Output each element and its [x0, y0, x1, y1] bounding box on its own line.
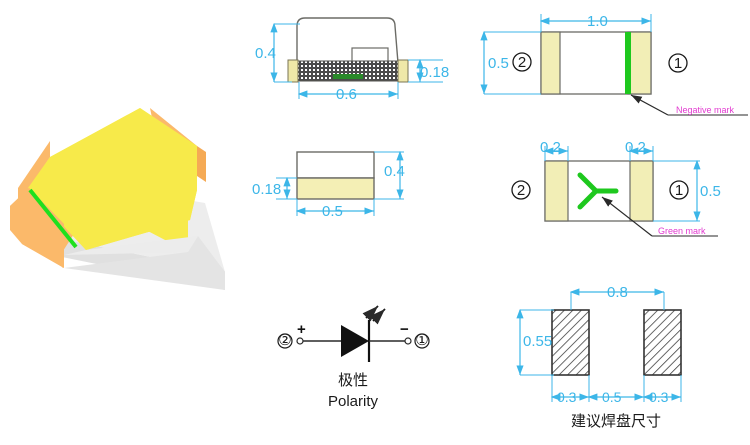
led-emission-arrow-1 [362, 305, 379, 322]
green-mark-leader [601, 196, 653, 237]
green-mark-label: Green mark [658, 226, 706, 236]
polarity-minus-sign: − [400, 321, 409, 338]
end-section-lower [296, 177, 375, 200]
pin-1-circle-top [668, 53, 688, 73]
top-view-pad-right [627, 31, 652, 95]
polarity-plus-sign: + [297, 321, 306, 338]
pin-1-label-top: 1 [674, 55, 682, 72]
footprint-pad-right [643, 309, 682, 376]
dim-label-0-4-end: 0.4 [384, 163, 405, 180]
end-section-upper [296, 151, 375, 179]
dim-label-0-3-left: 0.3 [557, 389, 577, 405]
bottom-view-pad-left [544, 160, 569, 222]
footprint-pad-left [551, 309, 590, 376]
top-view-negative-stripe [625, 32, 631, 94]
pin-1-circle-bottom [669, 180, 689, 200]
dim-label-0-3-right: 0.3 [649, 389, 669, 405]
led-triangle [341, 325, 369, 357]
pin-2-circle-bottom [511, 180, 531, 200]
isometric-view [10, 108, 225, 290]
bottom-view: 0.2 0.2 0.5 2 1 Green mark [511, 139, 721, 237]
polarity-terminal-right [404, 337, 412, 345]
iso-base-slab [64, 236, 225, 290]
iso-left-electrode-block2 [10, 188, 64, 268]
polarity-pin-2-label: ② [278, 332, 291, 349]
dim-label-0-5-gap: 0.5 [602, 389, 622, 405]
green-y-mark [577, 172, 619, 210]
footprint-caption-cn: 建议焊盘尺寸 [571, 412, 661, 430]
pin-2-label-bottom: 2 [517, 182, 525, 199]
polarity-terminal-left [296, 337, 304, 345]
side-section-view: 0.4 0.18 0.6 [255, 17, 449, 103]
iso-base-slab-top [64, 236, 198, 255]
negative-mark-label: Negative mark [676, 105, 735, 115]
dim-label-0-6: 0.6 [336, 86, 357, 103]
negative-mark-leader [630, 94, 669, 116]
top-view: 1.0 0.5 2 1 Negative mark [480, 13, 748, 116]
bottom-view-pad-right [629, 160, 654, 222]
dim-label-0-2-left: 0.2 [540, 139, 561, 156]
iso-body-main-lower [28, 146, 197, 250]
electrode-cap-left [287, 59, 299, 83]
electrode-cap-right [397, 59, 409, 83]
green-die [333, 74, 363, 79]
dim-label-0-2-right: 0.2 [625, 139, 646, 156]
iso-end-electrode-left-face [18, 141, 50, 205]
pin-2-label-top: 2 [518, 54, 526, 71]
polarity-pin-1-circle [414, 333, 430, 349]
dim-label-0-5-end: 0.5 [322, 203, 343, 220]
dim-label-0-18-side: 0.18 [420, 64, 449, 81]
pin-1-label-bottom: 1 [675, 182, 683, 199]
end-section-view: 0.18 0.4 0.5 [252, 150, 405, 220]
polarity-caption-cn: 极性 [338, 371, 368, 389]
dim-label-0-4-side: 0.4 [255, 45, 276, 62]
polarity-pin-2-circle [277, 333, 293, 349]
dim-label-1-0: 1.0 [587, 13, 608, 30]
polarity-pin-1-label: ① [415, 332, 428, 349]
dim-label-0-5-top: 0.5 [488, 55, 509, 72]
led-emission-arrow-2 [369, 308, 386, 325]
dim-label-0-8: 0.8 [607, 284, 628, 301]
iso-end-electrode-right-edge [197, 146, 206, 182]
dim-label-0-5-bottom: 0.5 [700, 183, 721, 200]
polarity-view: ② + − ① 极性 Polarity [277, 305, 430, 410]
pin-2-circle-top [512, 52, 532, 72]
dim-label-0-55: 0.55 [523, 333, 552, 350]
iso-green-stripe [28, 188, 78, 249]
footprint-view: 0.8 0.55 0.3 0.5 0.3 建议焊盘尺寸 [516, 284, 682, 430]
polarity-caption-en: Polarity [328, 393, 379, 410]
top-view-pad-left [540, 31, 561, 95]
lens-inner-notch [351, 47, 389, 63]
dim-label-0-18-end: 0.18 [252, 181, 281, 198]
